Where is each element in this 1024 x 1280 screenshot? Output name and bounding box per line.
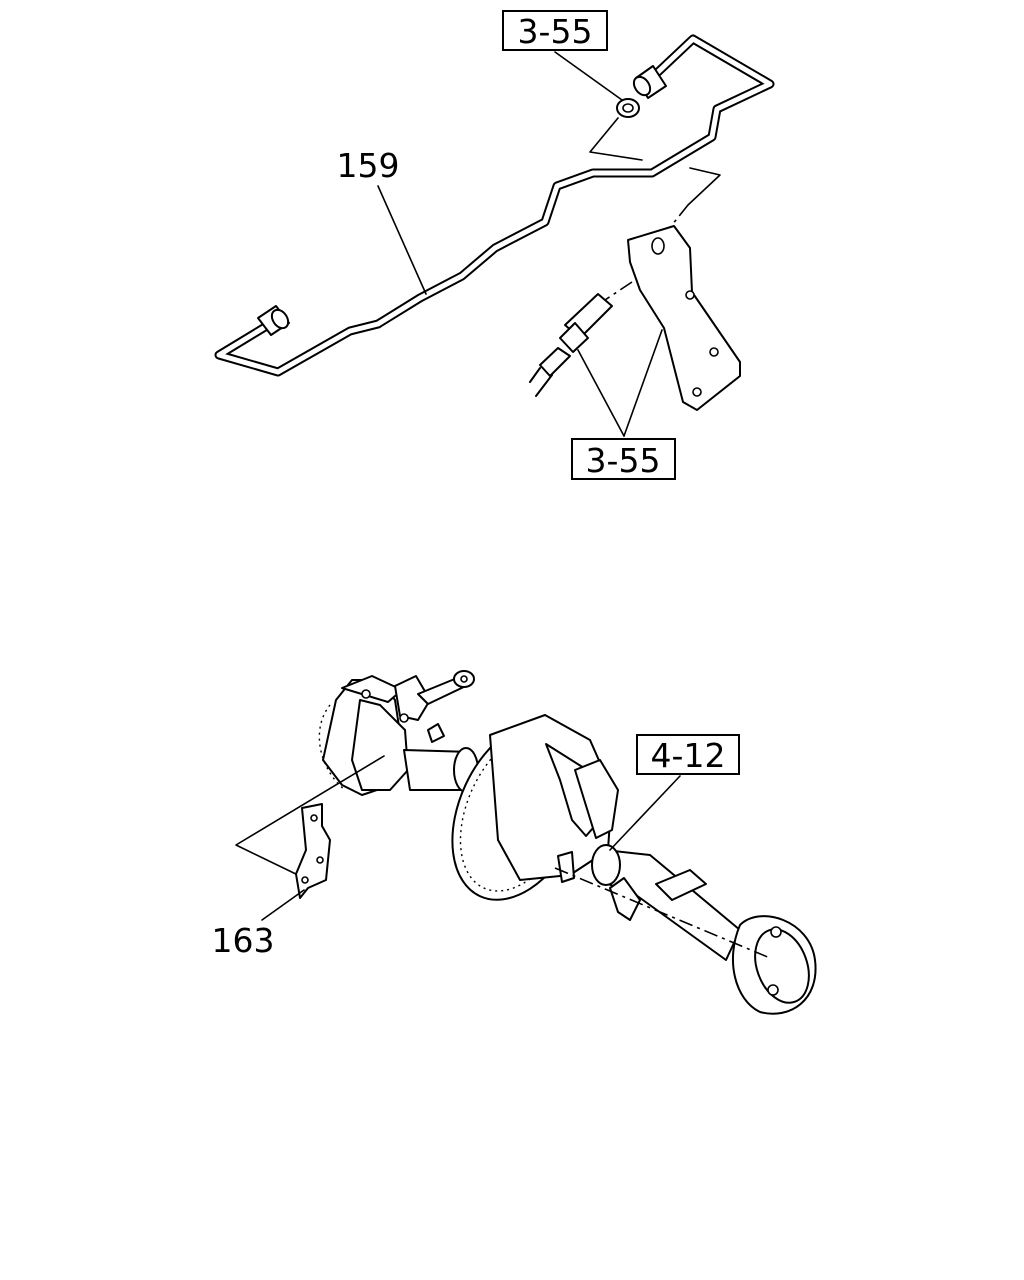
- phantom-line-lower: [235, 755, 385, 877]
- ref-box-bracket[interactable]: 3-55: [571, 438, 676, 480]
- leader-small-bracket: [261, 889, 305, 921]
- ref-label-axle: 4-12: [651, 736, 726, 775]
- leader-top-ref: [554, 51, 623, 101]
- pipe-fitting-left: [257, 305, 290, 336]
- ref-box-top[interactable]: 3-55: [502, 10, 608, 51]
- lever-arm: [417, 670, 475, 705]
- differential-housing: [451, 714, 619, 901]
- pipe-fitting-right: [632, 65, 667, 99]
- center-line-hose: [604, 281, 633, 301]
- brake-pipe: [214, 34, 775, 377]
- brake-hose-connector: [529, 293, 613, 397]
- nut-fitting: [616, 98, 640, 118]
- phantom-line-right: [687, 167, 721, 206]
- small-bracket: [295, 803, 331, 899]
- mounting-bracket: [627, 225, 741, 411]
- axle-tube-right: [591, 844, 741, 961]
- callout-pipe-159: 159: [337, 146, 400, 185]
- center-line-axle: [554, 867, 771, 959]
- ref-box-axle[interactable]: 4-12: [636, 734, 740, 775]
- leader-axle: [609, 775, 681, 851]
- ref-label-top: 3-55: [518, 12, 593, 51]
- leader-bracket-a: [577, 349, 625, 437]
- ref-label-bracket: 3-55: [586, 441, 661, 480]
- leader-bracket-b: [623, 329, 663, 437]
- phantom-line-upper: [589, 117, 643, 161]
- axle-left-end: [318, 675, 445, 796]
- axle-right-flange: [732, 915, 817, 1015]
- callout-bracket-163: 163: [212, 921, 275, 960]
- leader-pipe: [377, 185, 427, 295]
